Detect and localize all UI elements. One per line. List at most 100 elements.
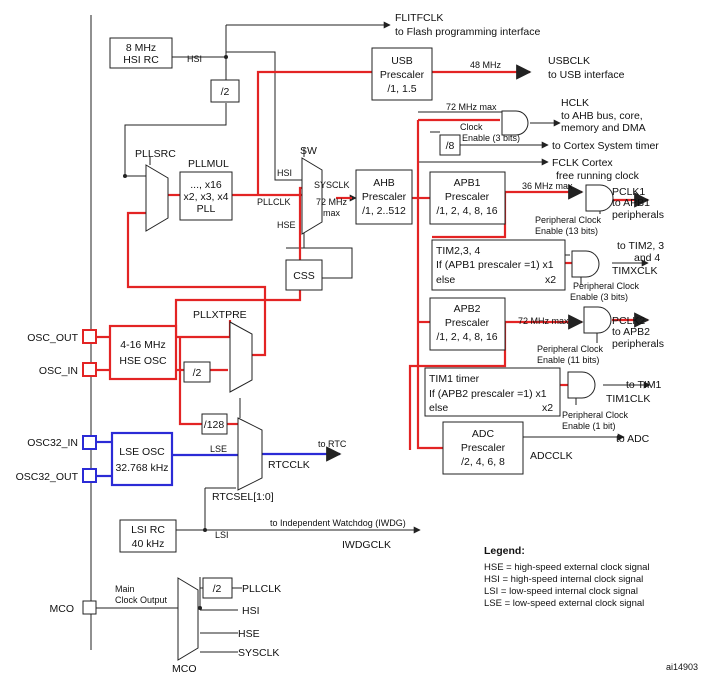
- tim1-line2: If (APB2 prescaler =1) x1: [429, 388, 547, 400]
- osc32-out-label: OSC32_OUT: [16, 471, 79, 483]
- cortex-timer-label: to Cortex System timer: [552, 140, 659, 152]
- usb-prescaler-line1: USB: [391, 55, 413, 67]
- mco-div2-block: [202, 577, 233, 599]
- to-rtc-label: to RTC: [318, 439, 347, 449]
- sysclk-max-1: 72 MHz: [316, 197, 348, 207]
- tim1-line3: else: [429, 402, 448, 414]
- lse-osc-line2: 32.768 kHz: [115, 462, 168, 474]
- blue-wiring: [97, 440, 342, 478]
- mco-in-hsi: HSI: [242, 605, 260, 617]
- mco-in-sysclk: SYSCLK: [238, 647, 279, 659]
- ahb-prescaler-line1: AHB: [373, 177, 395, 189]
- tim234-to-2: and 4: [634, 252, 660, 264]
- flash-interface-label: to Flash programming interface: [395, 26, 540, 38]
- lsi-rc-line2: 40 kHz: [132, 538, 165, 550]
- apb1-prescaler-line3: /1, 2, 4, 8, 16: [436, 205, 497, 217]
- hse-osc-block: [108, 324, 178, 381]
- tim234-line1: TIM2,3, 4: [436, 245, 481, 257]
- pllxtpre-label: PLLXTPRE: [193, 309, 247, 321]
- pclk1-desc-2: peripherals: [612, 209, 664, 221]
- pllxtpre-mux: [229, 321, 253, 393]
- apb2-prescaler-block: [429, 297, 506, 351]
- apb1-prescaler-line2: Prescaler: [445, 191, 490, 203]
- apb2-prescaler-line3: /1, 2, 4, 8, 16: [436, 331, 497, 343]
- mco-pin: [82, 600, 97, 615]
- tim234-line3: else: [436, 274, 455, 286]
- div8-label: /8: [446, 140, 455, 152]
- rtcsel-label: RTCSEL[1:0]: [212, 491, 274, 503]
- ahb-prescaler-line2: Prescaler: [362, 191, 407, 203]
- lse-osc-line1: LSE OSC: [119, 446, 165, 458]
- pclk2-desc-2: peripherals: [612, 338, 664, 350]
- tim1-line1: TIM1 timer: [429, 373, 480, 385]
- pllmul-line3: PLL: [197, 203, 216, 215]
- periph-en3-2: Enable (3 bits): [570, 292, 628, 302]
- hse-osc-line1: 4-16 MHz: [120, 339, 166, 351]
- hsi-rc-line2: HSI RC: [123, 54, 159, 66]
- periph-en3-1: Peripheral Clock: [573, 281, 640, 291]
- sw-label: SW: [300, 145, 317, 157]
- sw-mux: [301, 157, 323, 235]
- usb-prescaler-block: [371, 47, 433, 101]
- hsi-div2-label: /2: [221, 86, 230, 98]
- hse-div2-label: /2: [193, 367, 202, 379]
- osc-in-pin: [82, 362, 97, 377]
- pclk2-label: PCLK2: [612, 315, 645, 327]
- pclk2-desc-1: to APB2: [612, 326, 650, 338]
- lsi-wire-label: LSI: [215, 530, 229, 540]
- ahb-prescaler-block: [355, 169, 413, 225]
- flitfclk-label: FLITFCLK: [395, 12, 443, 24]
- adc-prescaler-line1: ADC: [472, 428, 495, 440]
- usb-freq-label: 48 MHz: [470, 60, 502, 70]
- usb-interface-label: to USB interface: [548, 69, 625, 81]
- css-label: CSS: [293, 270, 315, 282]
- sw-hsi-label: HSI: [277, 168, 292, 178]
- adc-prescaler-line3: /2, 4, 6, 8: [461, 456, 505, 468]
- mco-in-pllclk: PLLCLK: [242, 583, 281, 595]
- rtcsel-mux: [237, 417, 263, 491]
- iwdgclk-label: IWDGCLK: [342, 539, 391, 551]
- hse-osc-line2: HSE OSC: [119, 355, 167, 367]
- hclk-desc-2: memory and DMA: [561, 122, 646, 134]
- adcclk-label: ADCCLK: [530, 450, 573, 462]
- timx-and-gate: [571, 250, 600, 278]
- lse-osc-block: [110, 431, 174, 487]
- lsi-rc-block: [119, 519, 177, 553]
- mco-desc-line1: Main: [115, 584, 135, 594]
- adc-prescaler-block: [442, 421, 524, 475]
- tim1-and-gate: [567, 371, 596, 399]
- osc32-out-pin: [82, 468, 97, 483]
- pclk1-label: PCLK1: [612, 186, 645, 198]
- mco-div2-label: /2: [213, 583, 222, 595]
- div128-block: [201, 413, 228, 435]
- periph-en1-2: Enable (1 bit): [562, 421, 616, 431]
- pllsrc-label: PLLSRC: [135, 148, 176, 160]
- apb2-prescaler-line1: APB2: [454, 303, 481, 315]
- tim234-to-1: to TIM2, 3: [617, 240, 664, 252]
- adc-prescaler-line2: Prescaler: [461, 442, 506, 454]
- junctions: [123, 55, 228, 610]
- figure-id: ai14903: [666, 662, 698, 672]
- mco-pin-label: MCO: [50, 603, 75, 615]
- sysclk-max-2: max: [323, 208, 341, 218]
- hsi-wire-label: HSI: [187, 54, 202, 64]
- osc-in-label: OSC_IN: [39, 365, 78, 377]
- periph-en11-1: Peripheral Clock: [537, 344, 604, 354]
- tim1clk-label: TIM1CLK: [606, 393, 650, 405]
- hsi-rc-line1: 8 MHz: [126, 42, 156, 54]
- apb2-max-label: 72 MHz max: [518, 316, 569, 326]
- hse-div2-block: [183, 361, 211, 383]
- apb2-prescaler-line2: Prescaler: [445, 317, 490, 329]
- mco-mux: [177, 577, 199, 661]
- usb-prescaler-line2: Prescaler: [380, 69, 425, 81]
- periph-en1-1: Peripheral Clock: [562, 410, 629, 420]
- lse-wire-label: LSE: [210, 444, 227, 454]
- mco-mux-label: MCO: [172, 663, 197, 675]
- hclk-desc-1: to AHB bus, core,: [561, 110, 643, 122]
- legend-item-lsi: LSI = low-speed internal clock signal: [484, 586, 638, 597]
- apb1-max-label: 36 MHz max: [522, 181, 573, 191]
- pllmul-block: [179, 171, 233, 221]
- sysclk-label: SYSCLK: [314, 180, 350, 190]
- sw-pllclk-label: PLLCLK: [257, 197, 291, 207]
